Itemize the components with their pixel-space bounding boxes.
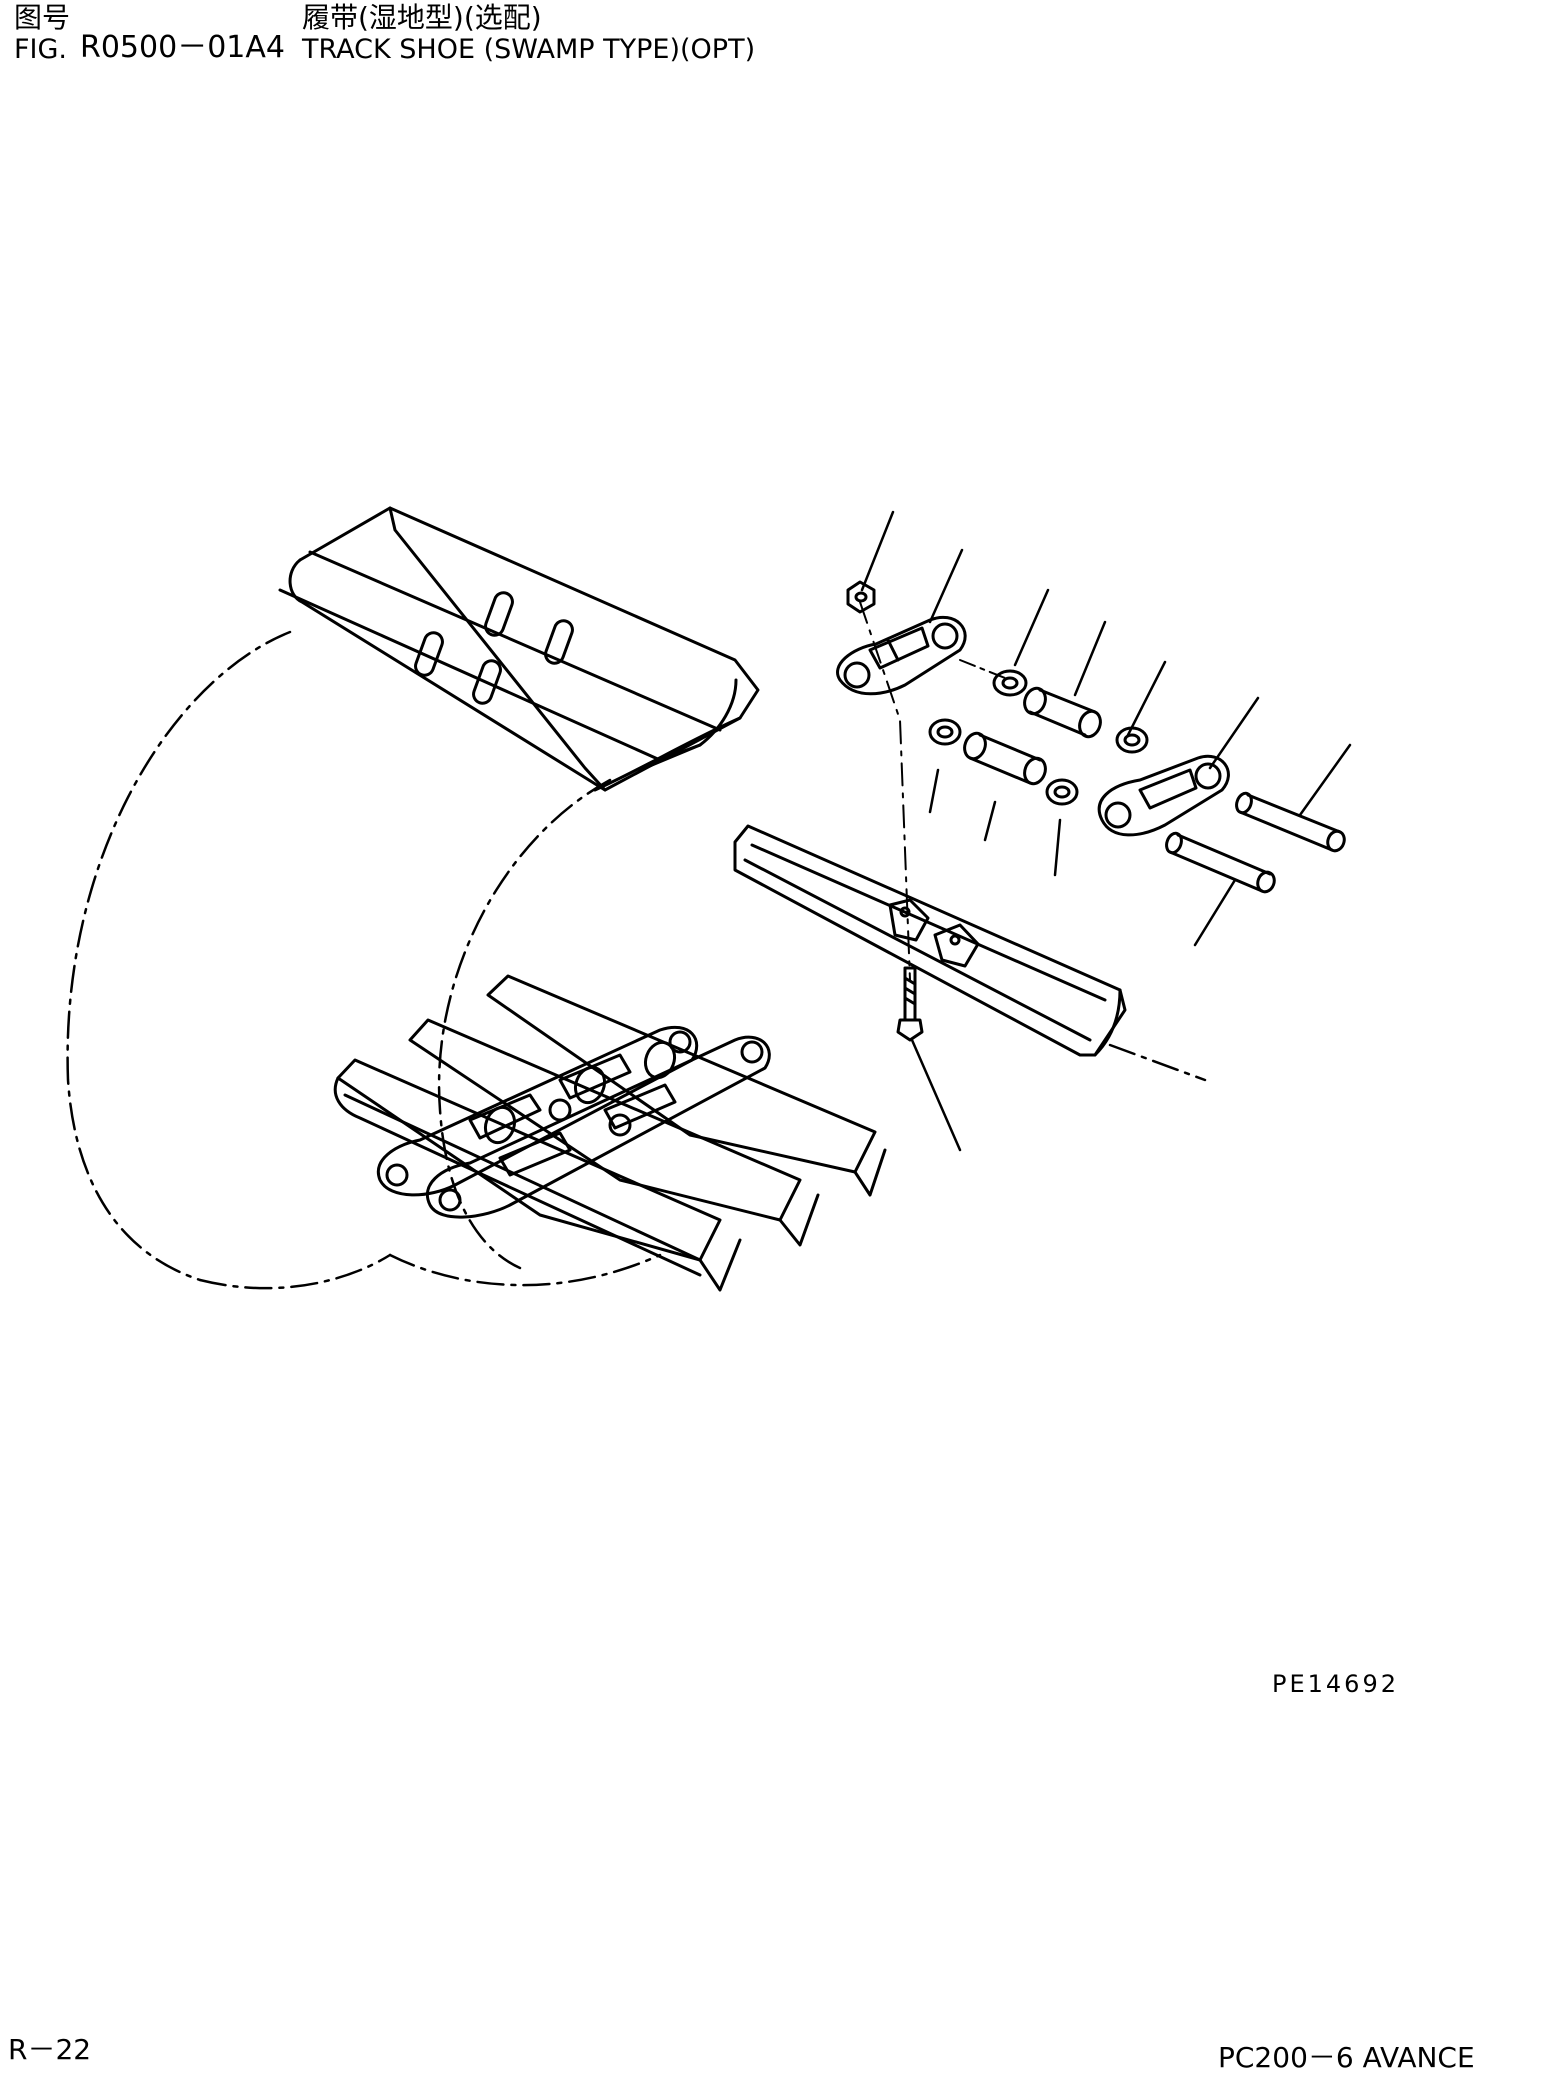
- bushing-lower: [963, 731, 1047, 786]
- swamp-shoe-plates-top: [278, 506, 760, 792]
- fig-label-jp: 图号: [14, 1, 71, 34]
- seal-lower: [928, 718, 962, 746]
- nut: [846, 580, 876, 614]
- track-link-upper: [836, 615, 967, 696]
- track-link-lower: [1097, 754, 1230, 837]
- title-jp: 履带(湿地型)(选配): [302, 1, 542, 34]
- machine-model: PC200－6 AVANCE: [1218, 2041, 1475, 2074]
- seal-upper: [992, 669, 1028, 697]
- assembly-centerline: [859, 601, 911, 981]
- fig-number: R0500－01A4: [80, 30, 285, 65]
- title-en: TRACK SHOE (SWAMP TYPE)(OPT): [302, 34, 756, 65]
- illustration-code: PE14692: [1272, 1670, 1399, 1698]
- track-pin-upper: [1235, 791, 1346, 853]
- fig-label: FIG.: [14, 34, 67, 65]
- seal-upper-right: [1115, 726, 1149, 754]
- assembled-track: [333, 974, 887, 1292]
- track-pin-lower: [1165, 831, 1276, 894]
- page-number: R－22: [8, 2033, 92, 2066]
- seal-lower-right: [1045, 778, 1079, 806]
- track-outline: [66, 630, 1207, 1290]
- leader-lines: [860, 510, 1352, 1152]
- bushing-upper: [1023, 686, 1102, 739]
- swamp-shoe-plate: [733, 824, 1127, 1057]
- bolt: [896, 966, 924, 1042]
